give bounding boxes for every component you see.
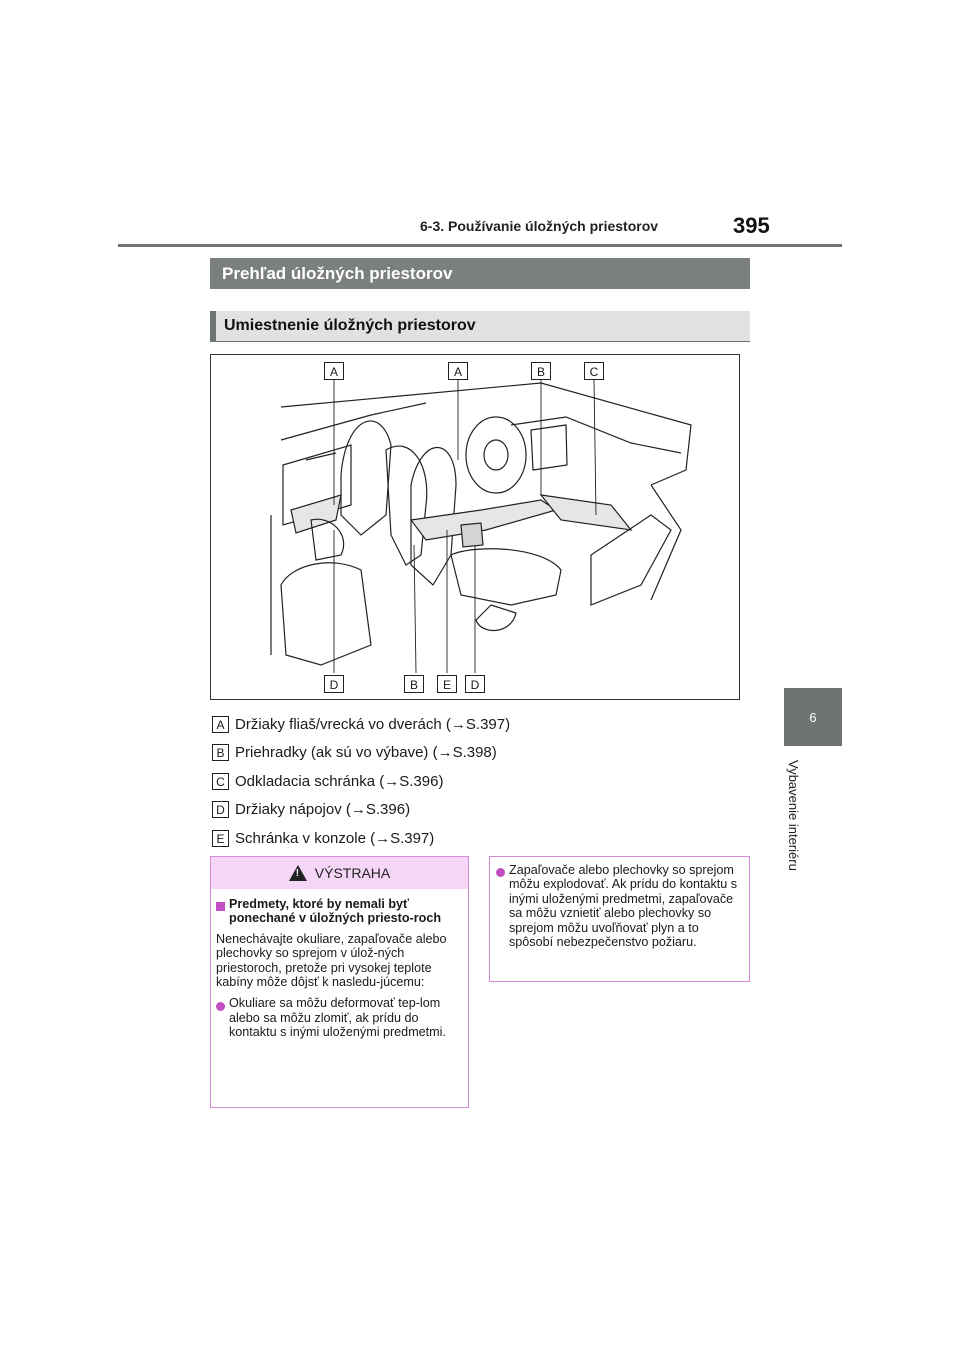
legend-item: A Držiaky fliaš/vrecká vo dverách (→S.39… bbox=[210, 710, 750, 739]
chapter-number: 6 bbox=[809, 709, 817, 725]
legend-key: B bbox=[212, 744, 229, 762]
chapter-tab: 6 bbox=[784, 688, 842, 746]
square-bullet-icon bbox=[216, 902, 225, 912]
chapter-label: Vybavenie interiéru bbox=[786, 760, 801, 871]
callout-c: C bbox=[584, 362, 604, 380]
page-number: 395 bbox=[733, 213, 770, 238]
legend-text: Priehradky (ak sú vo výbave) (→S.398) bbox=[235, 744, 497, 762]
legend-key: D bbox=[212, 801, 229, 819]
legend-key: A bbox=[212, 715, 229, 733]
interior-illustration: A A B C D B E D bbox=[210, 354, 740, 700]
callout-a-2: A bbox=[448, 362, 468, 380]
legend-list: A Držiaky fliaš/vrecká vo dverách (→S.39… bbox=[210, 710, 750, 853]
round-bullet-icon bbox=[216, 1001, 225, 1011]
legend-text: Odkladacia schránka (→S.396) bbox=[235, 772, 444, 790]
sub-heading: Umiestnenie úložných priestorov bbox=[210, 311, 750, 342]
legend-text: Držiaky nápojov (→S.396) bbox=[235, 801, 411, 819]
main-heading: Prehľad úložných priestorov bbox=[210, 258, 750, 289]
warning-bullet-1: Okuliare sa môžu deformovať tep-lom aleb… bbox=[229, 996, 446, 1040]
car-interior-drawing bbox=[270, 378, 692, 674]
round-bullet-icon bbox=[496, 868, 505, 878]
section-title: 6-3. Používanie úložných priestorov bbox=[420, 218, 659, 234]
warning-bullet-2: Zapaľovače alebo plechovky so sprejom mô… bbox=[509, 863, 738, 950]
legend-item: E Schránka v konzole (→S.397) bbox=[210, 824, 750, 853]
warning-paragraph: Nenechávajte okuliare, zapaľovače alebo … bbox=[216, 931, 447, 990]
warning-box-continued: Zapaľovače alebo plechovky so sprejom mô… bbox=[489, 856, 750, 982]
legend-key: E bbox=[212, 829, 229, 847]
warning-box: ! VÝSTRAHA Predmety, ktoré by nemali byť… bbox=[210, 856, 469, 1108]
warning-subtitle: Predmety, ktoré by nemali byť ponechané … bbox=[229, 897, 442, 926]
legend-item: B Priehradky (ak sú vo výbave) (→S.398) bbox=[210, 739, 750, 768]
legend-text: Držiaky fliaš/vrecká vo dverách (→S.397) bbox=[235, 715, 511, 733]
legend-item: C Odkladacia schránka (→S.396) bbox=[210, 767, 750, 796]
callout-b-2: B bbox=[404, 675, 424, 693]
warning-title: VÝSTRAHA bbox=[314, 865, 391, 881]
header-rule bbox=[118, 244, 842, 247]
callout-d-2: D bbox=[465, 675, 485, 693]
callout-d-1: D bbox=[324, 675, 344, 693]
warning-triangle-icon: ! bbox=[288, 865, 307, 881]
warning-header: ! VÝSTRAHA bbox=[211, 857, 468, 889]
legend-text: Schránka v konzole (→S.397) bbox=[235, 829, 435, 847]
callout-a-1: A bbox=[324, 362, 344, 380]
callout-b: B bbox=[531, 362, 551, 380]
legend-key: C bbox=[212, 772, 229, 790]
legend-item: D Držiaky nápojov (→S.396) bbox=[210, 796, 750, 825]
callout-e: E bbox=[437, 675, 457, 693]
